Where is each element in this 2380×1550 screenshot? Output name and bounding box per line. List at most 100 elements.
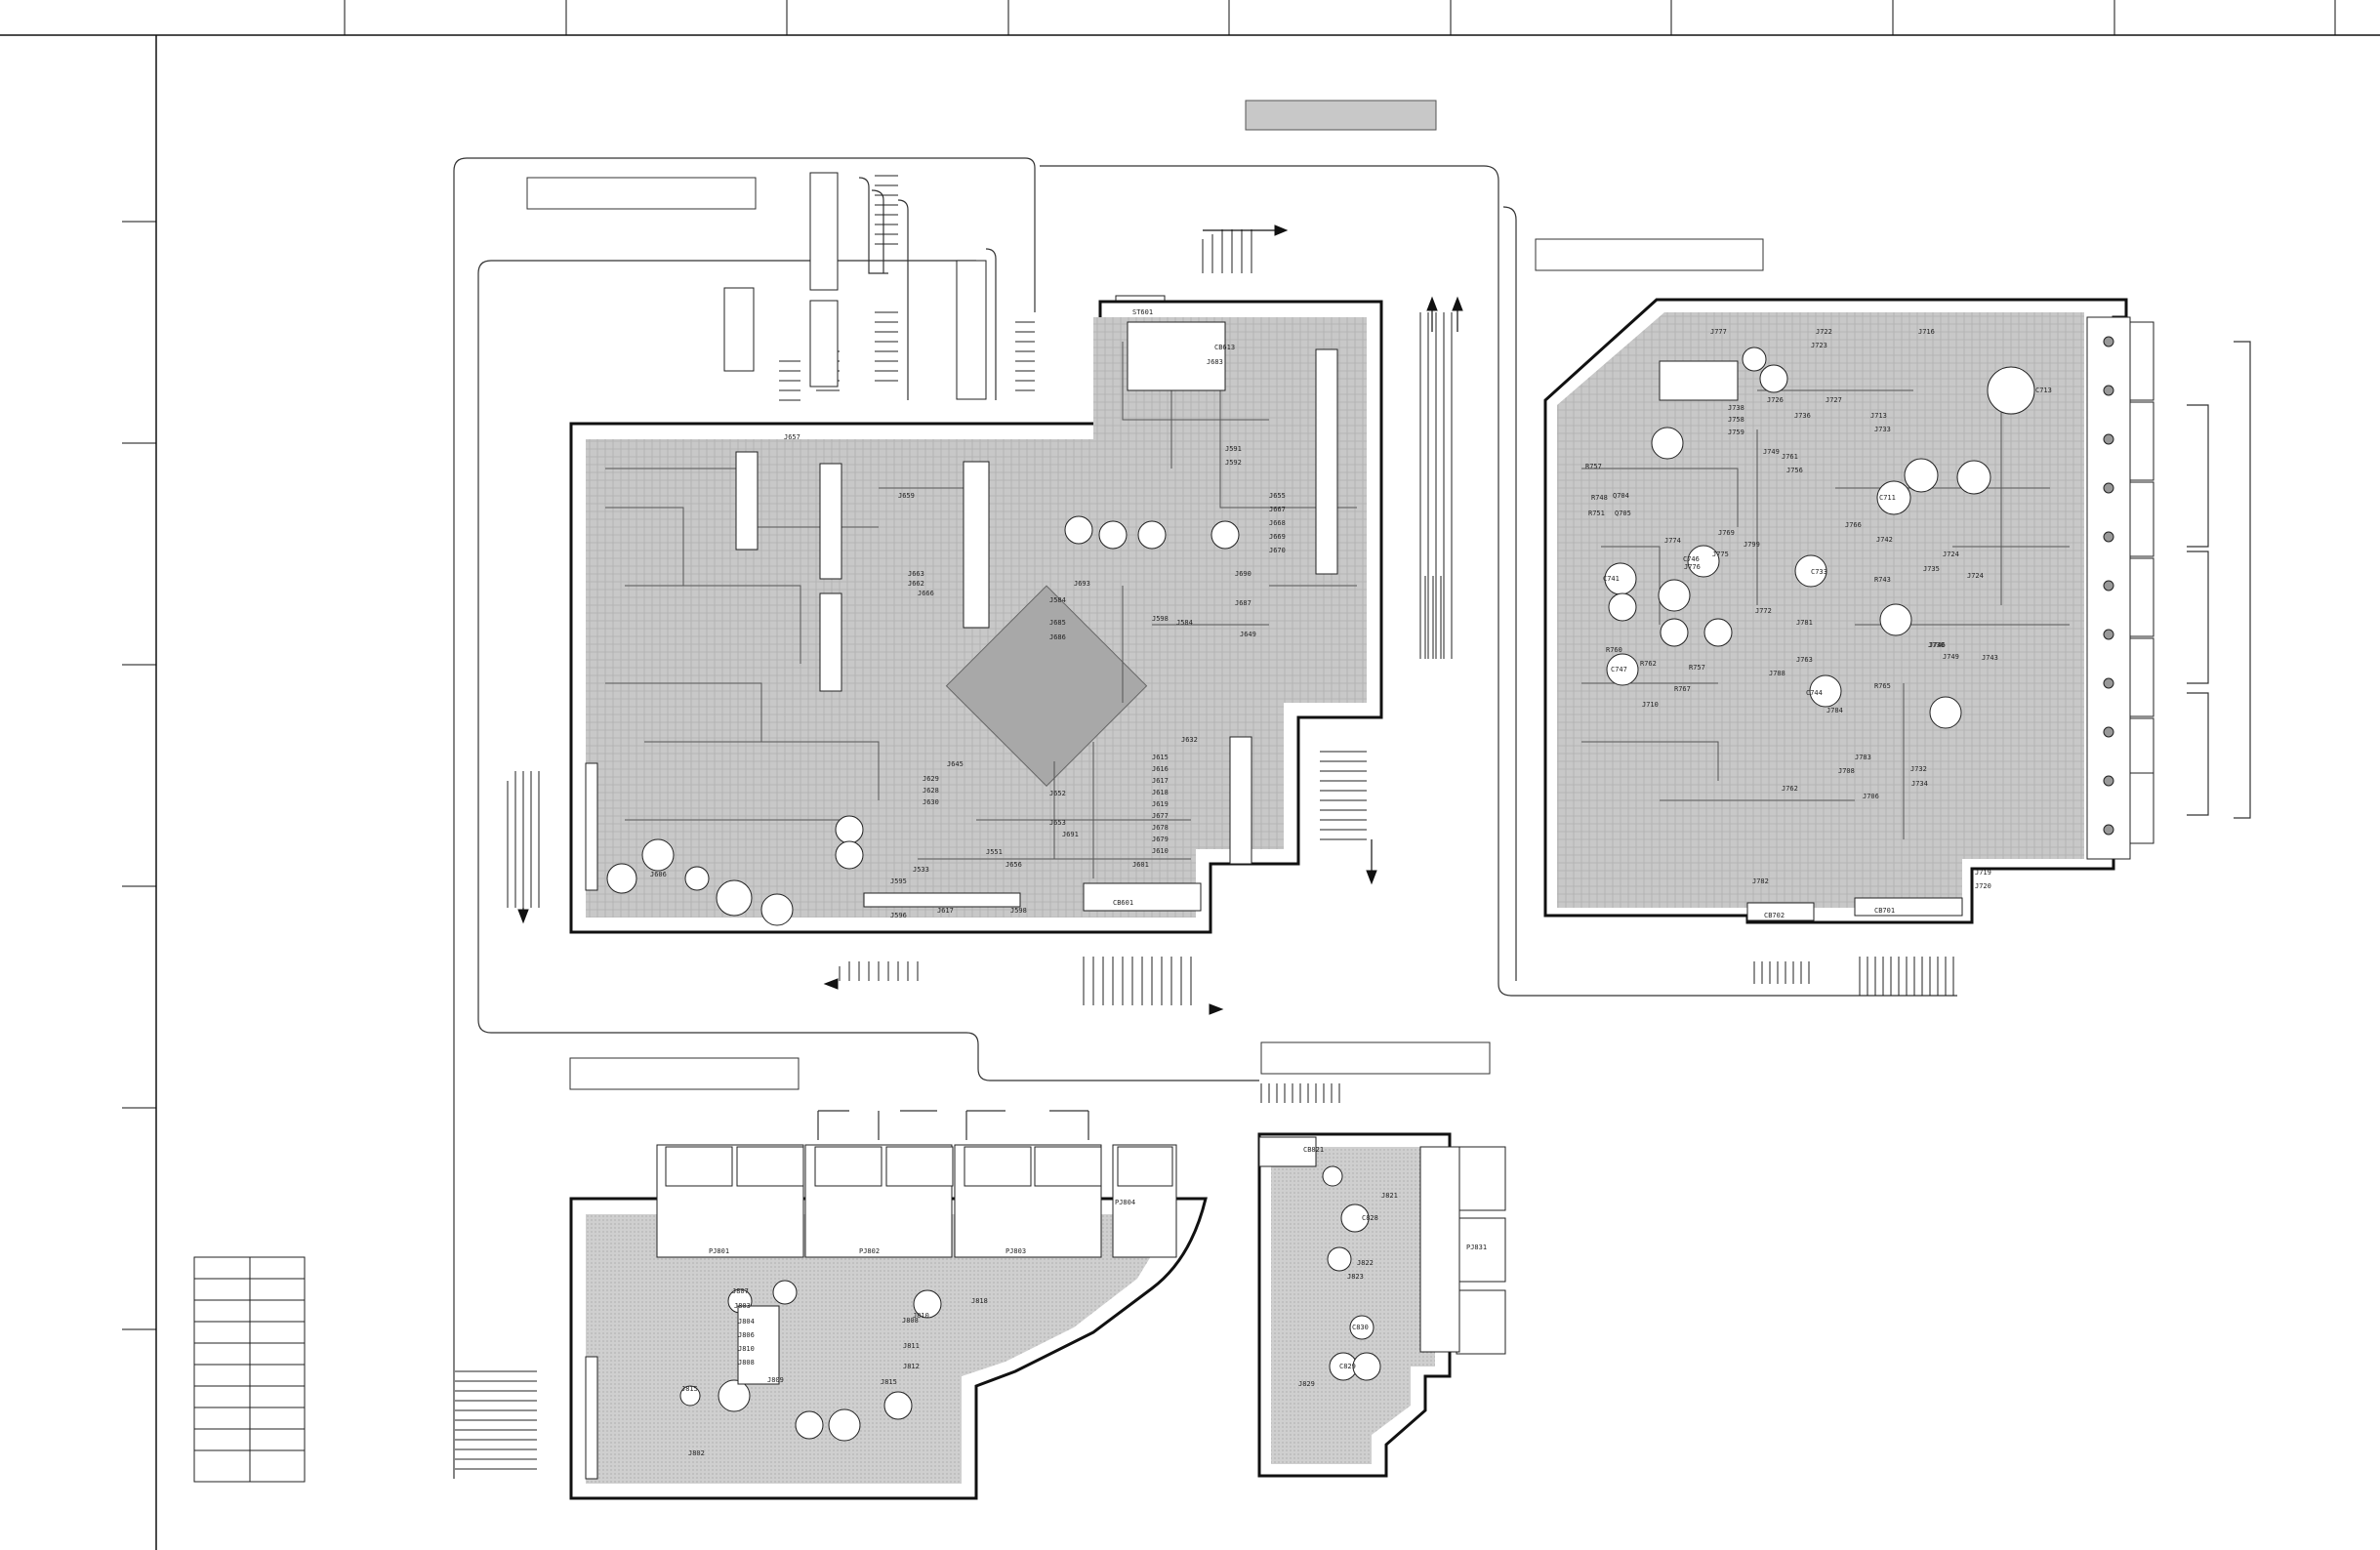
svg-text:J617: J617 — [1152, 777, 1169, 785]
svg-text:R765: R765 — [1874, 682, 1891, 690]
svg-text:J749: J749 — [1763, 448, 1780, 456]
svg-text:J783: J783 — [1855, 754, 1871, 761]
svg-text:J724: J724 — [1943, 551, 1959, 558]
svg-text:ST601: ST601 — [1132, 308, 1153, 316]
svg-text:J655: J655 — [1269, 492, 1286, 500]
amp-board-title-box — [1535, 238, 1764, 271]
svg-text:J669: J669 — [1269, 533, 1286, 541]
svg-text:J808: J808 — [738, 1359, 755, 1366]
wiring-harness — [453, 157, 2251, 1479]
svg-text:J756: J756 — [1786, 467, 1803, 474]
title-banner — [1245, 100, 1437, 131]
svg-text:J736: J736 — [1794, 412, 1811, 420]
svg-text:J666: J666 — [918, 590, 934, 597]
svg-text:C744: C744 — [1806, 689, 1823, 697]
svg-text:R760: R760 — [1606, 646, 1622, 654]
svg-text:J759: J759 — [1728, 428, 1744, 436]
svg-text:J629: J629 — [923, 775, 939, 783]
amp-board: J777 J722 J716 J723 J726 J727 J713 J733 … — [1543, 298, 2154, 924]
svg-text:J738: J738 — [1728, 404, 1744, 412]
svg-text:J734: J734 — [1911, 780, 1928, 788]
svg-text:J716: J716 — [1918, 328, 1935, 336]
svg-text:J690: J690 — [1235, 570, 1252, 578]
svg-text:J762: J762 — [1782, 785, 1798, 793]
svg-text:J782: J782 — [1752, 877, 1769, 885]
svg-text:J683: J683 — [1207, 358, 1223, 366]
svg-text:C746: C746 — [1683, 555, 1700, 563]
svg-text:J606: J606 — [650, 871, 667, 878]
svg-text:J749: J749 — [1943, 653, 1959, 661]
svg-text:J591: J591 — [1225, 445, 1242, 453]
svg-text:J719: J719 — [1975, 869, 1991, 877]
svg-text:C733: C733 — [1811, 568, 1827, 576]
svg-text:Q705: Q705 — [1615, 510, 1631, 517]
svg-text:J803: J803 — [734, 1302, 751, 1310]
svg-text:J829: J829 — [1298, 1380, 1315, 1388]
svg-text:C830: C830 — [1352, 1324, 1369, 1331]
svg-text:R757: R757 — [1585, 463, 1602, 470]
svg-text:J772: J772 — [1755, 607, 1772, 615]
svg-text:J584: J584 — [1049, 596, 1066, 604]
svg-text:J601: J601 — [1132, 861, 1149, 869]
svg-text:J686: J686 — [1049, 633, 1066, 641]
svg-text:J533: J533 — [913, 866, 929, 874]
signal-arrows — [517, 224, 1463, 1015]
svg-text:J667: J667 — [1269, 506, 1286, 513]
svg-text:J809: J809 — [767, 1376, 784, 1384]
svg-text:J645: J645 — [947, 760, 964, 768]
svg-text:J777: J777 — [1710, 328, 1727, 336]
svg-text:J662: J662 — [908, 580, 924, 588]
svg-text:J617: J617 — [937, 907, 954, 915]
svg-text:J649: J649 — [1240, 631, 1256, 638]
svg-text:J804: J804 — [738, 1318, 755, 1326]
svg-text:J746: J746 — [1929, 641, 1946, 649]
svg-text:J632: J632 — [1181, 736, 1198, 744]
svg-text:J774: J774 — [1664, 537, 1681, 545]
svg-text:J781: J781 — [1796, 619, 1813, 627]
svg-text:J691: J691 — [1062, 831, 1079, 838]
svg-text:J713: J713 — [1870, 412, 1887, 420]
svg-text:J788: J788 — [1769, 670, 1785, 677]
input-board: PJ801 PJ802 PJ803 PJ804 J807 J803 J804 J… — [569, 1144, 1208, 1500]
svg-text:J732: J732 — [1910, 765, 1927, 773]
svg-text:J769: J769 — [1718, 529, 1735, 537]
svg-text:J743: J743 — [1982, 654, 1998, 662]
svg-text:CB601: CB601 — [1113, 899, 1133, 907]
svg-text:R748: R748 — [1591, 494, 1608, 502]
svg-text:Q704: Q704 — [1613, 492, 1629, 500]
svg-text:J670: J670 — [1269, 547, 1286, 554]
svg-text:J598: J598 — [1152, 615, 1169, 623]
svg-text:J595: J595 — [890, 877, 907, 885]
svg-text:J678: J678 — [1152, 824, 1169, 832]
svg-text:J806: J806 — [738, 1331, 755, 1339]
svg-text:J551: J551 — [986, 848, 1003, 856]
input-board-title-box — [569, 1057, 800, 1090]
svg-text:J720: J720 — [1975, 882, 1991, 890]
sub-board: CB821 J821 C828 J822 J823 C830 C829 PJ83… — [1257, 1132, 1506, 1478]
svg-text:J710: J710 — [1642, 701, 1659, 709]
svg-text:CB821: CB821 — [1303, 1146, 1324, 1154]
svg-text:J799: J799 — [1744, 541, 1760, 549]
svg-text:J679: J679 — [1152, 836, 1169, 843]
svg-text:CB613: CB613 — [1214, 344, 1235, 351]
svg-text:J815: J815 — [681, 1385, 698, 1393]
svg-text:R751: R751 — [1588, 510, 1605, 517]
svg-text:J766: J766 — [1845, 521, 1862, 529]
svg-text:J659: J659 — [898, 492, 915, 500]
svg-text:J758: J758 — [1728, 416, 1744, 424]
svg-text:J763: J763 — [1796, 656, 1813, 664]
svg-text:J706: J706 — [1863, 793, 1879, 800]
svg-text:PJ801: PJ801 — [709, 1247, 729, 1255]
svg-text:J610: J610 — [1152, 847, 1169, 855]
sub-board-title-box — [1260, 1041, 1491, 1075]
svg-text:PJ802: PJ802 — [859, 1247, 880, 1255]
svg-text:R757: R757 — [1689, 664, 1705, 672]
svg-text:CB701: CB701 — [1874, 907, 1895, 915]
svg-text:J596: J596 — [890, 912, 907, 919]
svg-text:J687: J687 — [1235, 599, 1252, 607]
svg-text:R743: R743 — [1874, 576, 1891, 584]
svg-text:J808: J808 — [902, 1317, 919, 1325]
svg-text:C713: C713 — [2035, 387, 2052, 394]
